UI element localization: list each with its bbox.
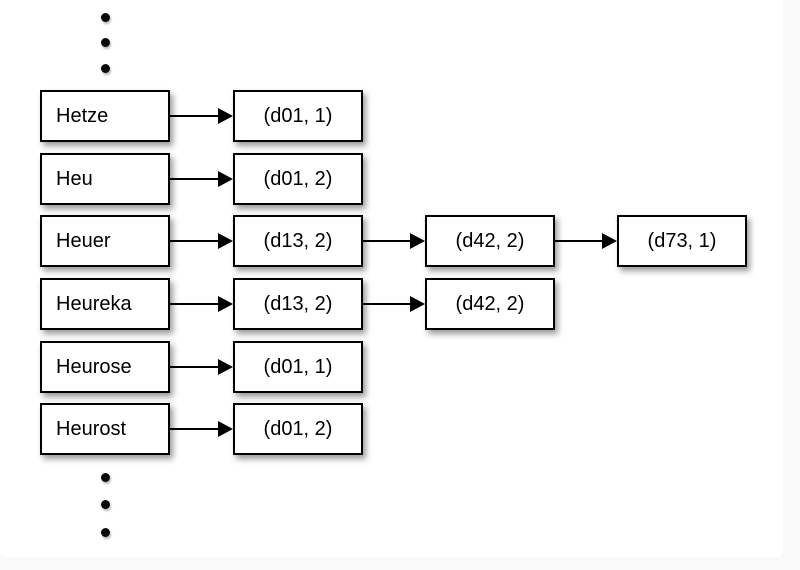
arrow-shaft <box>170 178 221 180</box>
arrow <box>170 359 233 375</box>
posting-label: (d42, 2) <box>455 292 525 315</box>
arrow-head-icon <box>218 233 233 249</box>
posting-label: (d13, 2) <box>263 292 333 315</box>
arrow-head-icon <box>218 171 233 187</box>
ellipsis-dot <box>101 64 110 73</box>
arrow-shaft <box>170 303 221 305</box>
posting-box: (d13, 2) <box>233 278 363 330</box>
posting-box: (d13, 2) <box>233 215 363 267</box>
arrow <box>170 233 233 249</box>
posting-box: (d01, 1) <box>233 90 363 142</box>
term-box-hetze: Hetze <box>40 90 170 142</box>
posting-box: (d01, 2) <box>233 403 363 455</box>
arrow-head-icon <box>218 421 233 437</box>
arrow <box>170 108 233 124</box>
arrow-head-icon <box>410 296 425 312</box>
term-label: Heurost <box>56 417 127 440</box>
term-box-heurose: Heurose <box>40 341 170 393</box>
posting-label: (d01, 2) <box>263 417 333 440</box>
arrow-shaft <box>170 240 221 242</box>
arrow-shaft <box>555 240 605 242</box>
arrow <box>555 233 617 249</box>
ellipsis-dot <box>101 500 110 509</box>
posting-box: (d42, 2) <box>425 278 555 330</box>
posting-box: (d01, 2) <box>233 153 363 205</box>
arrow-head-icon <box>410 233 425 249</box>
term-box-heu: Heu <box>40 153 170 205</box>
posting-box: (d42, 2) <box>425 215 555 267</box>
arrow-shaft <box>363 240 413 242</box>
posting-label: (d73, 1) <box>647 229 717 252</box>
term-box-heuer: Heuer <box>40 215 170 267</box>
ellipsis-dot <box>101 13 110 22</box>
posting-box: (d73, 1) <box>617 215 747 267</box>
arrow <box>363 233 425 249</box>
arrow-shaft <box>170 115 221 117</box>
arrow-head-icon <box>218 359 233 375</box>
arrow <box>170 296 233 312</box>
term-label: Heureka <box>56 292 132 315</box>
arrow-shaft <box>363 303 413 305</box>
ellipsis-dot <box>101 38 110 47</box>
term-box-heureka: Heureka <box>40 278 170 330</box>
arrow-head-icon <box>218 108 233 124</box>
arrow-shaft <box>170 366 221 368</box>
posting-label: (d13, 2) <box>263 229 333 252</box>
posting-label: (d42, 2) <box>455 229 525 252</box>
arrow-head-icon <box>218 296 233 312</box>
arrow <box>170 171 233 187</box>
posting-label: (d01, 1) <box>263 355 333 378</box>
ellipsis-dot <box>101 528 110 537</box>
arrow-shaft <box>170 428 221 430</box>
term-label: Heurose <box>56 355 132 378</box>
arrow <box>170 421 233 437</box>
term-label: Heuer <box>56 229 111 252</box>
slide-panel: Hetze (d01, 1) Heu (d01, 2) Heuer (d13, … <box>40 13 747 537</box>
term-label: Hetze <box>56 104 109 127</box>
posting-label: (d01, 2) <box>263 167 333 190</box>
ellipsis-dot <box>101 473 110 482</box>
term-label: Heu <box>56 167 93 190</box>
posting-box: (d01, 1) <box>233 341 363 393</box>
term-box-heurost: Heurost <box>40 403 170 455</box>
arrow <box>363 296 425 312</box>
posting-label: (d01, 1) <box>263 104 333 127</box>
arrow-head-icon <box>602 233 617 249</box>
